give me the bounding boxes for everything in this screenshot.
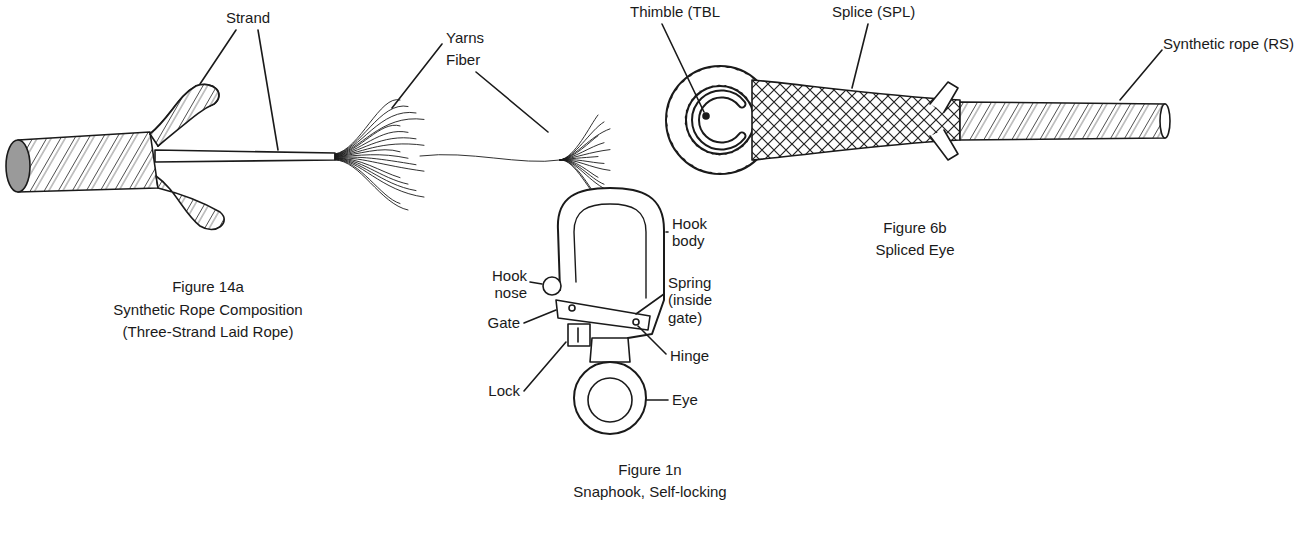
leader-line [476, 72, 548, 132]
part-label: Lock [488, 382, 520, 399]
leader-line [392, 44, 442, 108]
leader-line [200, 30, 236, 84]
part-label: Strand [226, 9, 270, 26]
center-strand [155, 150, 335, 162]
leader-line [852, 24, 868, 88]
yarn-fiber [335, 160, 408, 210]
fiber-fan [560, 160, 610, 191]
lock-slot [577, 328, 579, 342]
part-label: Gate [487, 314, 520, 331]
tucked-strand [930, 82, 958, 112]
single-fiber [420, 155, 560, 162]
part-label: Spring (inside gate) [668, 274, 746, 326]
tucked-strand [930, 130, 958, 160]
leader-line [638, 326, 666, 354]
part-label: Thimble (TBL [630, 3, 720, 20]
splice [752, 80, 960, 160]
leader-line [258, 30, 278, 150]
part-label: Figure 6b [883, 219, 946, 236]
rope-end [6, 140, 30, 192]
eye-rope [676, 76, 764, 164]
part-label: (Three-Strand Laid Rope) [123, 323, 294, 340]
laid-rope [18, 132, 158, 192]
leader-line [524, 342, 566, 391]
leader-line [666, 231, 668, 233]
leader-dot [703, 113, 709, 119]
part-label: Splice (SPL) [832, 3, 915, 20]
part-label: Fiber [446, 51, 480, 68]
leader-line [1120, 50, 1162, 100]
part-label: Hook body [672, 215, 716, 250]
fiber-fan [560, 129, 610, 160]
hook-nose [543, 277, 561, 295]
part-label: Figure 1n [618, 461, 681, 478]
part-label: Spliced Eye [875, 241, 954, 258]
leader-line [662, 24, 704, 112]
yarn-fiber [335, 160, 400, 204]
part-label: Synthetic Rope Composition [113, 301, 302, 318]
fibers [335, 100, 610, 210]
part-label: Synthetic rope (RS) [1163, 35, 1294, 52]
part-label: Hook nose [483, 267, 527, 302]
leader-line [646, 399, 668, 401]
yarn-fiber [335, 125, 400, 155]
upper-strand [150, 85, 219, 146]
leader-line [524, 310, 556, 323]
part-label: Hinge [670, 347, 709, 364]
part-label: Figure 14a [172, 278, 244, 295]
rope-end [1160, 104, 1170, 138]
fiber-fan [560, 150, 610, 160]
lower-strand [156, 176, 224, 229]
upper-strand-body [150, 85, 219, 146]
part-label: Yarns [446, 29, 484, 46]
fiber-fan [560, 160, 604, 184]
lock [568, 324, 590, 346]
eye-hole [588, 378, 632, 422]
yarn-fiber [335, 112, 416, 154]
rivet [569, 305, 575, 311]
eye-rope-lay [676, 76, 764, 164]
synthetic-rope [960, 102, 1165, 140]
eye-ring [574, 362, 646, 434]
part-label: Eye [672, 391, 698, 408]
part-label: Snaphook, Self-locking [573, 483, 726, 500]
hinge-pin [633, 319, 639, 325]
leader-line [530, 282, 542, 284]
hook-inner [574, 204, 646, 298]
thimble-groove [696, 94, 742, 146]
leader-line [636, 294, 664, 314]
eye-shank [590, 338, 630, 362]
thimble [696, 94, 742, 146]
fiber-fan [560, 122, 604, 160]
